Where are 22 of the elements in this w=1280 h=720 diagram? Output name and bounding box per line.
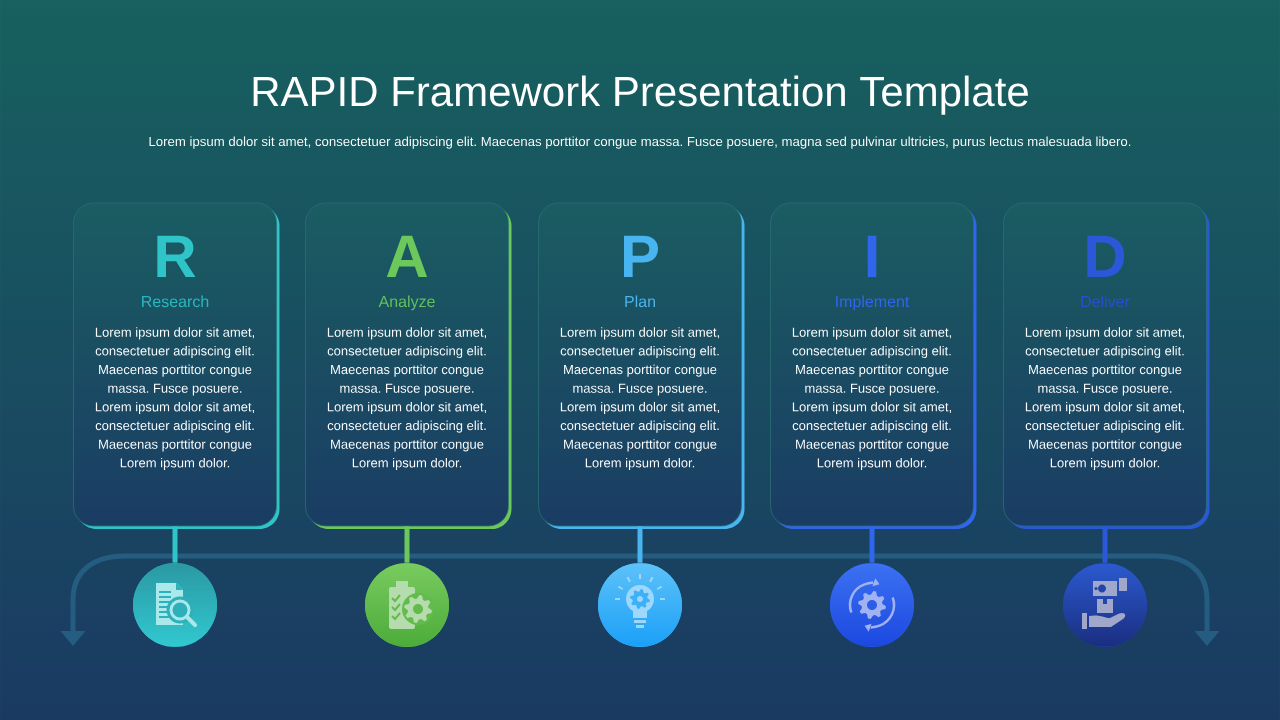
step-title: Analyze <box>378 295 435 311</box>
body-text: Lorem ipsum dolor sit amet, consectetuer adipiscing elit. Maecenas porttitor congue massa. Fusce posuere. Lorem ipsum dolor sit amet, consectetuer adipiscing elit. Maecenas porttitor congue Lorem ipsum dolor. <box>792 327 951 471</box>
letter: I <box>867 235 877 277</box>
subtitle: Lorem ipsum dolor sit amet, consectetuer adipiscing elit. Maecenas porttitor congue massa. Fusce posuere, magna sed pulvinar ultricies, purus lectus malesuada libero. <box>149 136 1131 149</box>
letter: P <box>624 235 658 277</box>
connector-line <box>172 526 178 563</box>
step-title: Plan <box>625 295 655 308</box>
title: RAPID Framework Presentation Template <box>253 75 1028 115</box>
letter: D <box>1087 235 1125 277</box>
body-text: Lorem ipsum dolor sit amet, consectetuer adipiscing elit. Maecenas porttitor congue massa. Fusce posuere. Lorem ipsum dolor sit amet, consectetuer adipiscing elit. Maecenas porttitor congue Lorem ipsum dolor. <box>327 327 486 471</box>
body-text: Lorem ipsum dolor sit amet, consectetuer adipiscing elit. Maecenas porttitor congue massa. Fusce posuere. Lorem ipsum dolor sit amet, consectetuer adipiscing elit. Maecenas porttitor congue Lorem ipsum dolor. <box>560 327 719 471</box>
step-title: Deliver <box>1081 295 1130 308</box>
body-text: Lorem ipsum dolor sit amet, consectetuer adipiscing elit. Maecenas porttitor congue massa. Fusce posuere. Lorem ipsum dolor sit amet, consectetuer adipiscing elit. Maecenas porttitor congue Lorem ipsum dolor. <box>95 327 254 471</box>
connector-line <box>1102 526 1108 563</box>
connector-line <box>637 526 643 563</box>
letter: A <box>386 235 428 277</box>
connector-line <box>869 526 875 563</box>
body-text: Lorem ipsum dolor sit amet, consectetuer adipiscing elit. Maecenas porttitor congue massa. Fusce posuere. Lorem ipsum dolor sit amet, consectetuer adipiscing elit. Maecenas porttitor congue Lorem ipsum dolor. <box>1025 327 1184 471</box>
step-title: Implement <box>836 295 910 311</box>
connector-line <box>404 526 410 563</box>
step-title: Research <box>142 295 209 308</box>
letter: R <box>157 235 196 277</box>
